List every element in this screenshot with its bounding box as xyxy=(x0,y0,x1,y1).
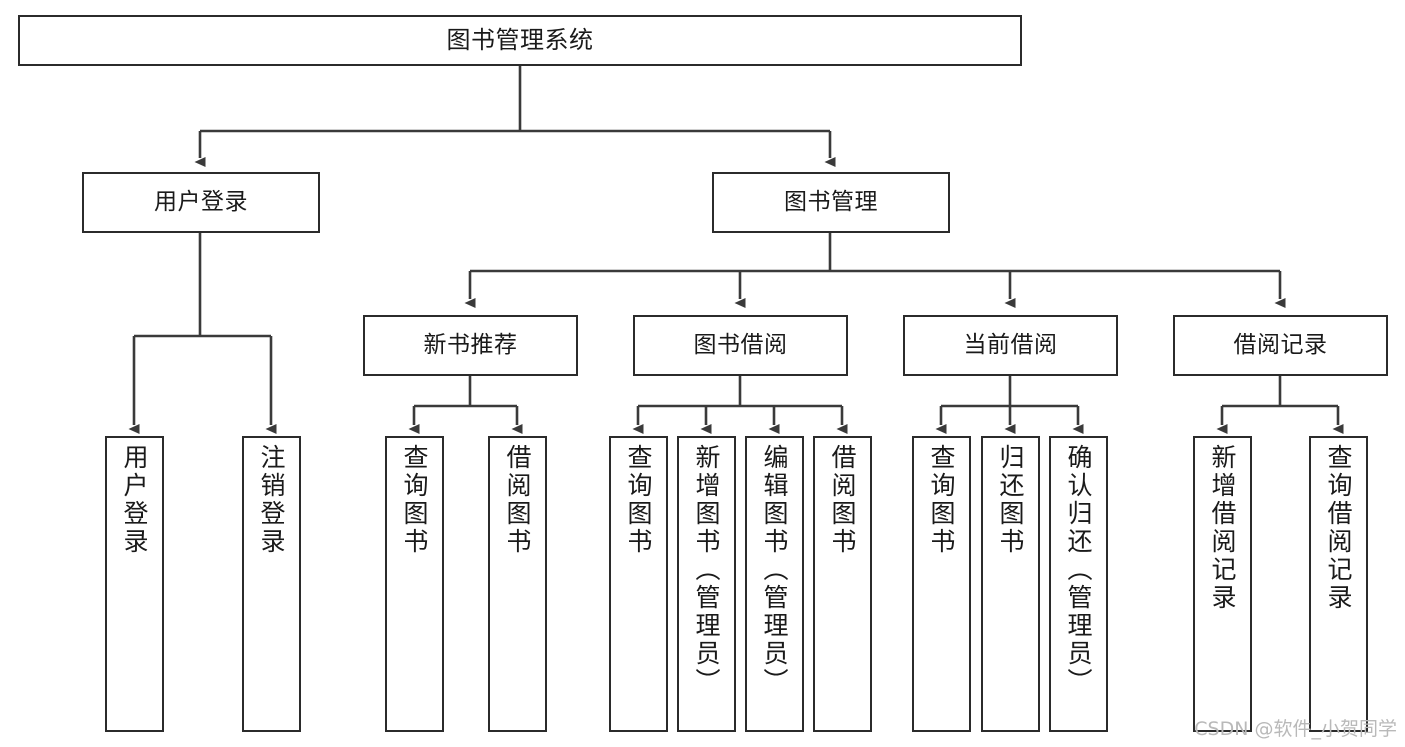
node-leaf-edit-book[interactable]: 编辑图书（管理员） xyxy=(745,436,804,732)
node-label: 用户登录 xyxy=(120,444,149,556)
node-leaf-add-book[interactable]: 新增图书（管理员） xyxy=(677,436,736,732)
node-leaf-borrow-book-2[interactable]: 借阅图书 xyxy=(813,436,872,732)
node-leaf-user-logout[interactable]: 注销登录 xyxy=(242,436,301,732)
node-label: 借阅记录 xyxy=(1233,331,1328,358)
node-label: 确认归还（管理员） xyxy=(1064,444,1093,696)
node-leaf-confirm-return[interactable]: 确认归还（管理员） xyxy=(1049,436,1108,732)
node-label: 归还图书 xyxy=(996,444,1025,556)
node-label: 查询图书 xyxy=(624,444,653,556)
node-book-management[interactable]: 图书管理 xyxy=(712,172,950,233)
node-leaf-borrow-book-1[interactable]: 借阅图书 xyxy=(488,436,547,732)
node-label: 新增借阅记录 xyxy=(1208,444,1237,612)
node-label: 查询图书 xyxy=(927,444,956,556)
node-borrow-record[interactable]: 借阅记录 xyxy=(1173,315,1388,376)
node-label: 查询图书 xyxy=(400,444,429,556)
node-user-login[interactable]: 用户登录 xyxy=(82,172,320,233)
node-label: 图书管理系统 xyxy=(446,26,594,55)
node-root-system[interactable]: 图书管理系统 xyxy=(18,15,1022,66)
csdn-watermark: CSDN @软件_小贺同学 xyxy=(1194,718,1397,740)
node-leaf-return-book[interactable]: 归还图书 xyxy=(981,436,1040,732)
node-current-borrow[interactable]: 当前借阅 xyxy=(903,315,1118,376)
node-label: 编辑图书（管理员） xyxy=(760,444,789,696)
node-leaf-user-login[interactable]: 用户登录 xyxy=(105,436,164,732)
node-label: 注销登录 xyxy=(257,444,286,556)
node-leaf-query-record[interactable]: 查询借阅记录 xyxy=(1309,436,1368,732)
node-label: 当前借阅 xyxy=(963,331,1058,358)
node-label: 图书借阅 xyxy=(693,331,788,358)
node-label: 新书推荐 xyxy=(423,331,518,358)
node-label: 借阅图书 xyxy=(828,444,857,556)
node-label: 图书管理 xyxy=(784,188,878,215)
node-label: 用户登录 xyxy=(154,188,248,215)
node-leaf-add-record[interactable]: 新增借阅记录 xyxy=(1193,436,1252,732)
node-leaf-query-book-3[interactable]: 查询图书 xyxy=(912,436,971,732)
node-leaf-query-book-1[interactable]: 查询图书 xyxy=(385,436,444,732)
node-label: 新增图书（管理员） xyxy=(692,444,721,696)
node-leaf-query-book-2[interactable]: 查询图书 xyxy=(609,436,668,732)
node-label: 查询借阅记录 xyxy=(1324,444,1353,612)
node-new-book-recommend[interactable]: 新书推荐 xyxy=(363,315,578,376)
node-book-borrow[interactable]: 图书借阅 xyxy=(633,315,848,376)
node-label: 借阅图书 xyxy=(503,444,532,556)
